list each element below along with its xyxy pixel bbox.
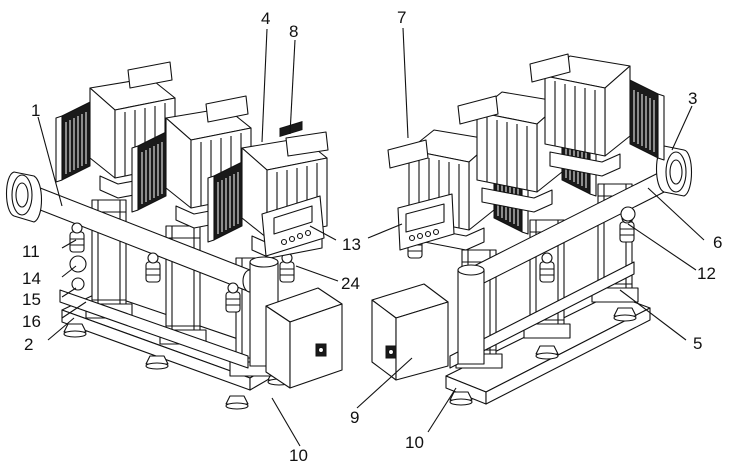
callout-15: 15 — [22, 290, 41, 309]
leader-lines — [37, 27, 705, 447]
callout-3: 3 — [688, 89, 697, 108]
callout-16: 16 — [22, 312, 41, 331]
callout-9: 9 — [350, 408, 359, 427]
callout-4: 4 — [261, 9, 270, 28]
control-panel-right — [397, 193, 455, 251]
callout-labels: 1 2 3 4 5 6 7 8 9 10 10 11 12 13 14 15 1… — [22, 8, 722, 465]
control-panel-left — [261, 121, 325, 257]
callout-2: 2 — [24, 335, 33, 354]
callout-14: 14 — [22, 269, 41, 288]
callout-10-right: 10 — [405, 433, 424, 452]
callout-24: 24 — [341, 274, 360, 293]
control-box-left — [265, 287, 343, 389]
callout-5: 5 — [693, 334, 702, 353]
callout-13: 13 — [342, 235, 361, 254]
left-view — [5, 61, 343, 410]
callout-10-left: 10 — [289, 446, 308, 465]
right-view — [371, 53, 693, 406]
callout-1: 1 — [31, 101, 40, 120]
callout-12: 12 — [697, 264, 716, 283]
control-box-right — [371, 283, 449, 381]
callout-11: 11 — [22, 242, 40, 261]
callout-7: 7 — [397, 8, 406, 27]
callout-8: 8 — [289, 22, 298, 41]
callout-6: 6 — [713, 233, 722, 252]
